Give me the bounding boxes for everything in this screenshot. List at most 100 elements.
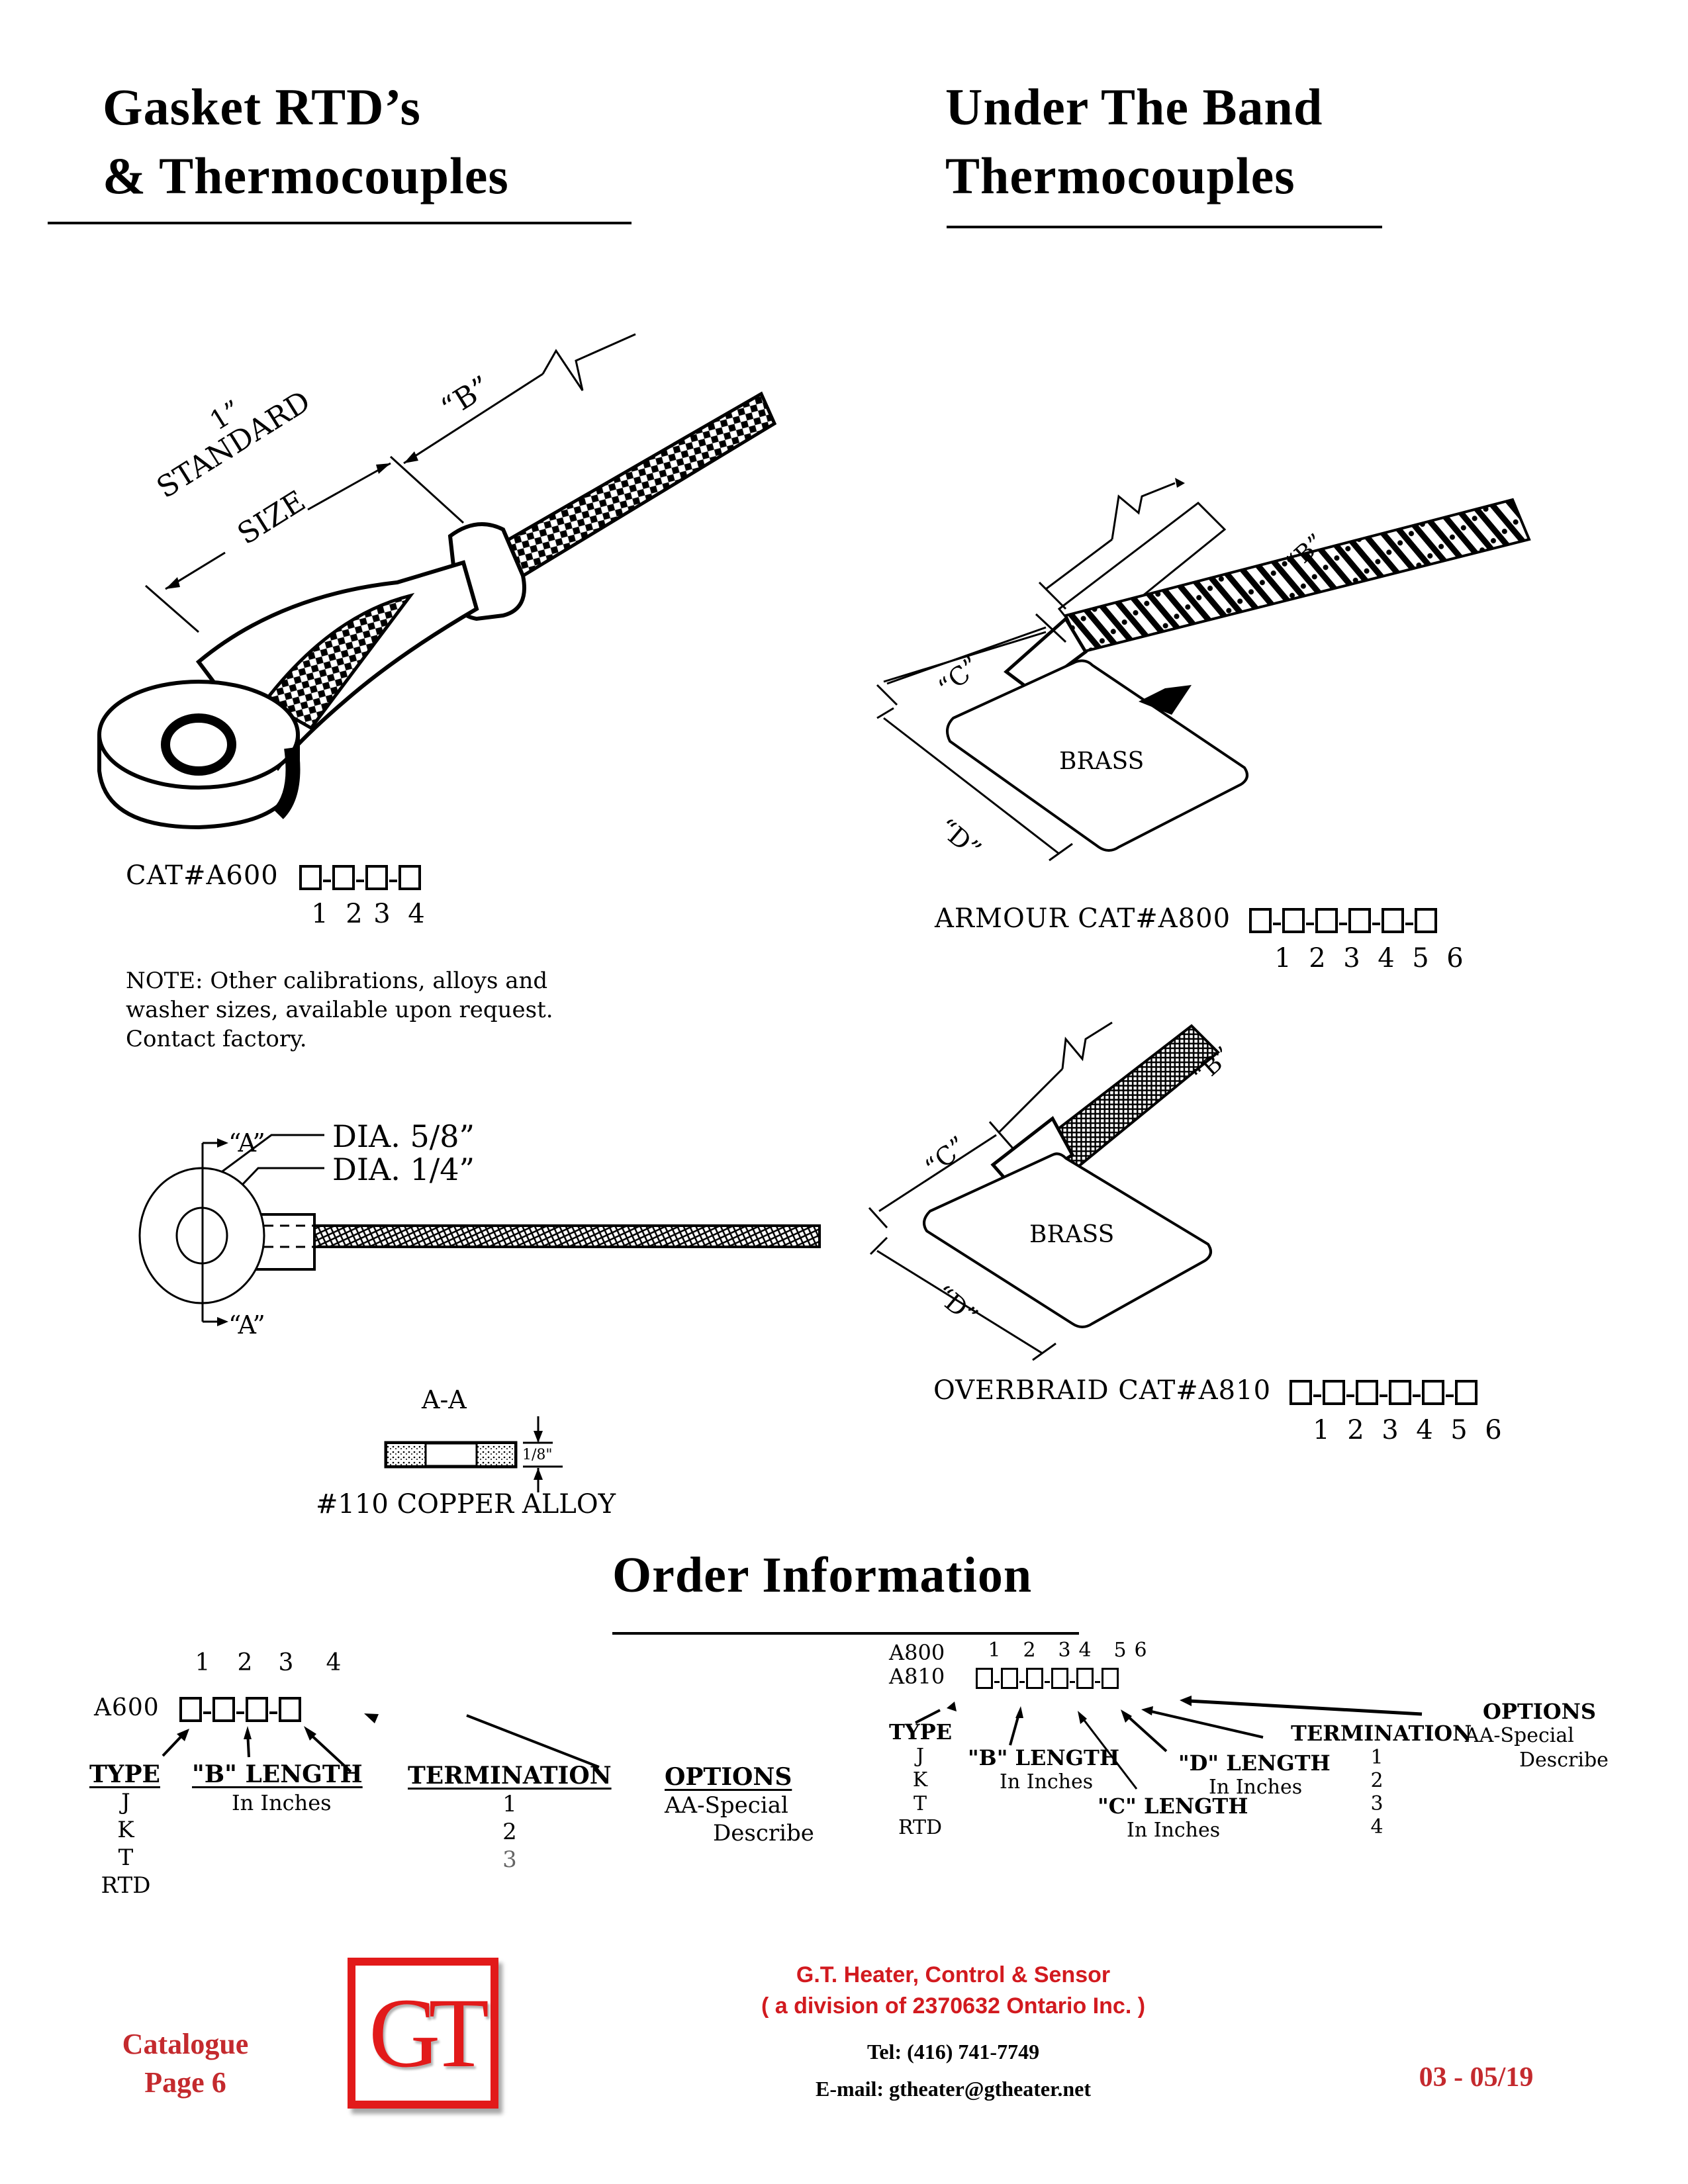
gt-logo-text: GT — [369, 1978, 489, 2088]
a800-type-header: TYPE — [889, 1719, 953, 1745]
catalogue-page-number: Page 6 — [144, 2066, 226, 2099]
a600-order-arrows — [162, 1713, 600, 1773]
position-3: 3 — [373, 899, 391, 929]
position-6: 6 — [1134, 1639, 1147, 1662]
position-3: 3 — [1343, 943, 1360, 974]
right-title: Under The Band Thermocouples — [945, 73, 1323, 210]
position-1: 1 — [1313, 1415, 1330, 1445]
material-label: #110 COPPER ALLOY — [316, 1489, 616, 1520]
position-4: 4 — [1378, 943, 1395, 974]
a600-order-code: A600 — [94, 1694, 302, 1722]
code-box-4 — [399, 865, 422, 890]
position-6: 6 — [1446, 943, 1464, 974]
a810-order-code: A810 — [889, 1664, 945, 1689]
a800-options-line1: AA-Special — [1465, 1724, 1574, 1747]
a810-catalog-label: OVERBRAID CAT#A810 — [933, 1375, 1272, 1406]
termination-3: 3 — [1370, 1792, 1383, 1815]
position-2: 2 — [1347, 1415, 1364, 1445]
a800-termination-list: 1 2 3 4 — [1364, 1746, 1390, 1839]
type-k: K — [912, 1768, 928, 1792]
termination-2: 2 — [502, 1819, 517, 1845]
revision-code: 03 - 05/19 — [1419, 2062, 1534, 2093]
a800-code-boxes — [1248, 908, 1437, 933]
a600-order-boxes — [179, 1697, 302, 1722]
a600-code-label: A600 — [94, 1694, 160, 1721]
position-1: 1 — [1274, 943, 1291, 974]
gasket-top-view-diagram — [138, 1134, 821, 1492]
armour-brass-label: BRASS — [1059, 748, 1145, 775]
termination-2: 2 — [1370, 1769, 1383, 1792]
position-5: 5 — [1113, 1639, 1127, 1662]
armour-diagram — [868, 478, 1531, 1361]
a800-c-length-sub: In Inches — [1127, 1819, 1221, 1842]
company-name: G.T. Heater, Control & Sensor — [796, 1962, 1111, 1987]
a800-b-length-header: "B" LENGTH — [968, 1745, 1120, 1770]
a600-catalog-label: CAT#A600 — [126, 860, 279, 891]
a800-termination-header: TERMINATION — [1291, 1721, 1472, 1746]
left-title-line2: & Thermocouples — [103, 147, 509, 205]
left-title: Gasket RTD’s & Thermocouples — [103, 73, 509, 210]
position-6: 6 — [1485, 1415, 1502, 1445]
position-1: 1 — [311, 899, 328, 929]
type-j: J — [121, 1789, 130, 1815]
note-line1: NOTE: Other calibrations, alloys and — [126, 968, 548, 994]
type-k: K — [117, 1817, 134, 1843]
gt-logo: GT — [348, 1958, 498, 2109]
type-rtd: RTD — [101, 1872, 151, 1899]
termination-1: 1 — [1370, 1746, 1383, 1769]
a800-d-length-header: "D" LENGTH — [1178, 1751, 1331, 1776]
note-line2: washer sizes, available upon request. — [126, 997, 553, 1023]
a600-type-header: TYPE — [89, 1760, 160, 1788]
a800-order-code: A800 — [889, 1640, 945, 1665]
a600-b-length-header: "B" LENGTH — [192, 1760, 363, 1788]
catalogue-page-label: Catalogue Page 6 — [96, 2025, 275, 2102]
position-2: 2 — [1023, 1639, 1036, 1662]
position-4: 4 — [408, 899, 425, 929]
position-4: 4 — [1078, 1639, 1092, 1662]
section-a-bottom-label: “A” — [228, 1310, 265, 1340]
gasket-isometric-diagram — [97, 333, 777, 830]
position-4: 4 — [1416, 1415, 1433, 1445]
catalogue-line1: Catalogue — [122, 2028, 249, 2060]
section-a-top-label: “A” — [228, 1128, 265, 1158]
outer-diameter-label: DIA. 5/8” — [332, 1118, 475, 1154]
company-division: ( a division of 2370632 Ontario Inc. ) — [761, 1993, 1146, 2019]
code-box-2 — [332, 865, 355, 890]
type-rtd: RTD — [898, 1816, 943, 1839]
right-title-rule — [947, 226, 1382, 228]
left-title-rule — [48, 222, 632, 224]
position-2: 2 — [346, 899, 363, 929]
position-3: 3 — [1058, 1639, 1071, 1662]
a600-options-line2: Describe — [713, 1820, 814, 1846]
code-box-1 — [299, 865, 322, 890]
a600-b-length-sub: In Inches — [232, 1790, 332, 1815]
order-information-title: Order Information — [612, 1547, 1033, 1603]
type-t: T — [118, 1844, 134, 1871]
availability-note: NOTE: Other calibrations, alloys and was… — [126, 966, 553, 1054]
position-2: 2 — [237, 1649, 253, 1676]
code-box-3 — [365, 865, 389, 890]
washer — [97, 680, 301, 830]
position-3: 3 — [1382, 1415, 1399, 1445]
position-1: 1 — [988, 1639, 1001, 1662]
position-1: 1 — [195, 1649, 211, 1676]
inner-diameter-label: DIA. 1/4” — [332, 1152, 475, 1187]
a800-catalog-label: ARMOUR CAT#A800 — [935, 903, 1231, 934]
a800-type-list: J K T RTD — [897, 1745, 943, 1840]
position-5: 5 — [1412, 943, 1429, 974]
type-j: J — [915, 1745, 925, 1768]
order-information-rule — [612, 1632, 1079, 1635]
company-email[interactable]: E-mail: gtheater@gtheater.net — [815, 2077, 1091, 2101]
termination-1: 1 — [502, 1791, 517, 1817]
a600-catalog-number: CAT#A600 — [126, 860, 422, 891]
left-title-line1: Gasket RTD’s — [103, 78, 421, 136]
section-aa-title: A-A — [422, 1385, 467, 1414]
a800-order-boxes — [976, 1668, 1119, 1689]
inner-braid — [262, 592, 415, 731]
a600-termination-header: TERMINATION — [408, 1762, 612, 1790]
position-5: 5 — [1450, 1415, 1468, 1445]
